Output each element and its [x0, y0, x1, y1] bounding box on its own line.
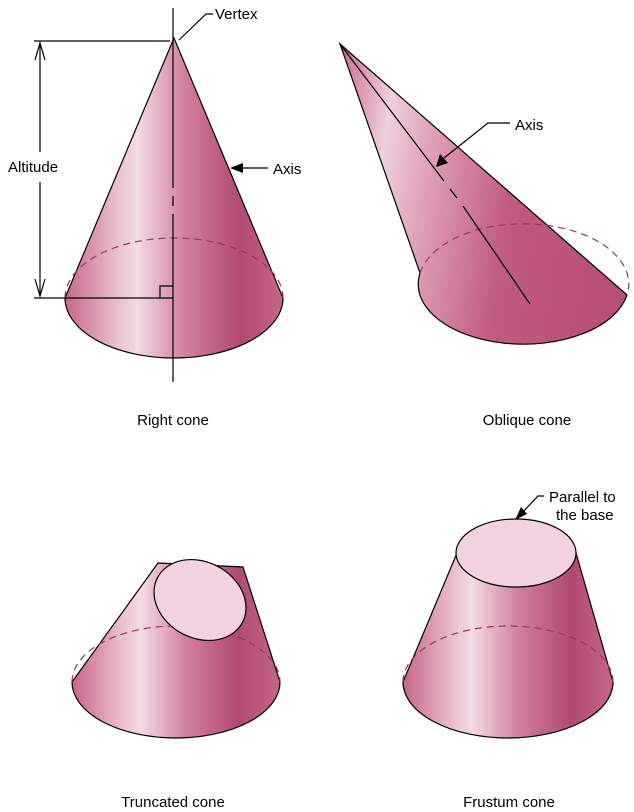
oblique-cone-caption: Oblique cone	[483, 412, 571, 429]
vertex-leader	[179, 14, 213, 40]
right-cone-surface	[65, 38, 283, 358]
oblique-cone: Axis Oblique cone	[340, 44, 629, 429]
oblique-axis-label: Axis	[515, 117, 543, 134]
right-cone: Vertex Axis Altitude Right cone	[8, 6, 301, 429]
right-axis-arrow-icon	[230, 163, 243, 173]
oblique-cone-surface	[340, 44, 627, 344]
frustum-cone-caption: Frustum cone	[463, 794, 555, 811]
vertex-label: Vertex	[215, 6, 258, 23]
parallel-label-line2: the base	[556, 507, 614, 524]
truncated-cone-caption: Truncated cone	[121, 794, 225, 811]
frustum-cone: Parallel to the base Frustum cone	[403, 489, 616, 811]
frustum-cone-top-face	[456, 519, 576, 587]
right-axis-label: Axis	[273, 161, 301, 178]
altitude-label: Altitude	[8, 159, 58, 176]
truncated-cone: Truncated cone	[72, 544, 280, 811]
right-cone-caption: Right cone	[137, 412, 209, 429]
parallel-label-line1: Parallel to	[549, 489, 616, 506]
